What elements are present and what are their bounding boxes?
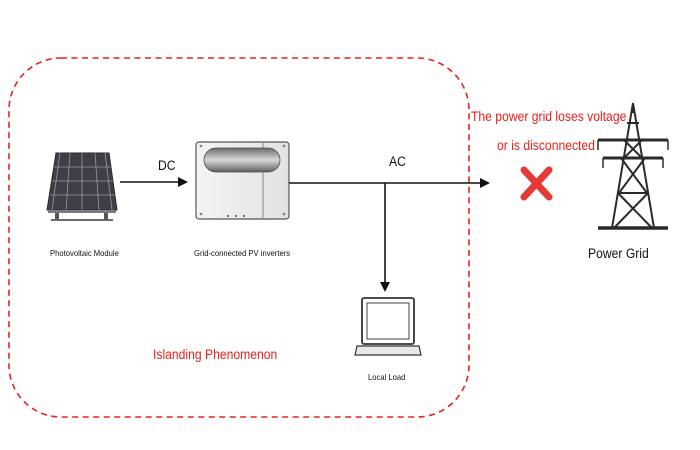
laptop-icon [354, 297, 422, 356]
inverter-icon [195, 141, 290, 220]
solar-panel-icon [46, 152, 118, 221]
photovoltaic-module-label: Photovoltaic Module [50, 248, 119, 258]
power-grid-label: Power Grid [588, 246, 649, 261]
inverter-label: Grid-connected PV inverters [194, 248, 291, 258]
local-load-label: Local Load [368, 372, 406, 382]
transmission-tower-icon [597, 102, 669, 230]
islanding-phenomenon-label: Islanding Phenomenon [153, 347, 278, 362]
cross-mark-icon [520, 166, 553, 201]
grid-loss-text-line1: The power grid loses voltage [471, 109, 627, 124]
dc-label: DC [158, 158, 176, 173]
islanding-boundary [8, 57, 470, 418]
ac-label: AC [389, 154, 406, 169]
grid-loss-text-line2: or is disconnected [497, 138, 595, 153]
